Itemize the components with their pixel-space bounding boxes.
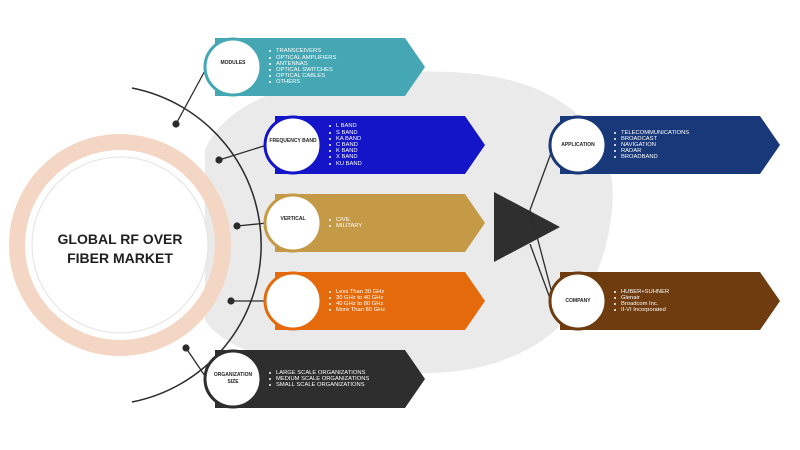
- connector-node: [227, 297, 235, 305]
- segment-label: ORGANIZATION SIZE: [213, 372, 253, 385]
- list-item: CIVIL: [329, 217, 362, 223]
- hub-outer-ring: [9, 134, 231, 356]
- list-item: Glenair: [614, 295, 669, 301]
- connector-line: [218, 144, 268, 161]
- list-item: MILITARY: [329, 223, 362, 229]
- segment-item-list: L BAND S BAND KA BAND C BAND K BAND X BA…: [329, 123, 362, 167]
- segment-modules-banner: [215, 38, 425, 96]
- segment-item-list: TELECOMMUNICATIONS BROADCAST NAVIGATION …: [614, 130, 689, 161]
- list-item: LARGE SCALE ORGANIZATIONS: [269, 370, 369, 376]
- list-item: II-VI Incorporated: [614, 307, 669, 313]
- list-item: KA BAND: [329, 136, 362, 142]
- list-item: K BAND: [329, 148, 362, 154]
- list-item: Broadcom Inc.: [614, 301, 669, 307]
- hub-disc: [31, 156, 209, 334]
- list-item: OTHERS: [269, 79, 336, 85]
- connector-node: [182, 344, 190, 352]
- segment-label: COMPANY: [565, 297, 591, 304]
- connector-node: [215, 156, 223, 164]
- list-item: OPTICAL AMPLIFIERS: [269, 55, 336, 61]
- segment-organization-size-badge: [203, 349, 263, 409]
- connector-line: [529, 144, 555, 211]
- connector-line: [185, 347, 208, 380]
- list-item: 30 GHz to 40 GHz: [329, 295, 385, 301]
- list-item: C BAND: [329, 142, 362, 148]
- segment-organization-size-banner: [215, 350, 425, 408]
- list-item: X BAND: [329, 154, 362, 160]
- segment-label: MODULES: [220, 60, 246, 66]
- segment-modules-badge: [203, 37, 263, 97]
- segment-application-badge: [548, 115, 608, 175]
- list-item: ANTENNAS: [269, 61, 336, 67]
- segment-vertical-badge: [263, 193, 323, 253]
- segment-item-list: HUBER+SUHNER Glenair Broadcom Inc. II-VI…: [614, 289, 669, 314]
- segment-item-list: CIVIL MILITARY: [329, 217, 362, 229]
- connector-line: [175, 66, 208, 125]
- list-item: More Than 80 GHz: [329, 307, 385, 313]
- connector-line: [529, 243, 552, 302]
- segment-item-list: LARGE SCALE ORGANIZATIONS MEDIUM SCALE O…: [269, 370, 369, 389]
- segment-label: VERTICAL: [280, 216, 306, 222]
- segment-label: FREQUENCY BAND: [269, 138, 317, 144]
- segment-label: APPLICATION: [561, 141, 595, 148]
- list-item: KU BAND: [329, 161, 362, 167]
- segment-item-list: Less Than 30 GHz 30 GHz to 40 GHz 40 GHz…: [329, 289, 385, 314]
- list-item: SMALL SCALE ORGANIZATIONS: [269, 382, 369, 388]
- connector-line: [529, 209, 555, 302]
- list-item: TRANSCEIVERS: [269, 48, 336, 54]
- connector-line: [236, 222, 268, 227]
- connector-node: [233, 222, 241, 230]
- connector-node: [172, 120, 180, 128]
- segment-company-badge: [548, 271, 608, 331]
- list-item: OPTICAL SWITCHES: [269, 67, 336, 73]
- hub-title: GLOBAL RF OVER FIBER MARKET: [57, 231, 183, 266]
- list-item: NAVIGATION: [614, 142, 689, 148]
- list-item: S BAND: [329, 130, 362, 136]
- list-item: BROADBAND: [614, 154, 689, 160]
- segment-frequency-range-banner: [275, 272, 485, 330]
- connector-arc: [131, 87, 262, 403]
- list-item: HUBER+SUHNER: [614, 289, 669, 295]
- segment-item-list: TRANSCEIVERS OPTICAL AMPLIFIERS ANTENNAS…: [269, 48, 336, 85]
- list-item: Less Than 30 GHz: [329, 289, 385, 295]
- segment-vertical-banner: [275, 194, 485, 252]
- list-item: L BAND: [329, 123, 362, 129]
- list-item: 40 GHz to 80 GHz: [329, 301, 385, 307]
- segment-frequency-range-badge: [263, 271, 323, 331]
- segment-frequency-band-badge: [263, 115, 323, 175]
- segment-application-banner: [560, 116, 780, 174]
- list-item: OPTICAL CABLES: [269, 73, 336, 79]
- list-item: MEDIUM SCALE ORGANIZATIONS: [269, 376, 369, 382]
- center-triangle: [494, 192, 560, 262]
- list-item: TELECOMMUNICATIONS: [614, 130, 689, 136]
- connector-lines: [172, 66, 555, 380]
- segment-shapes: [203, 37, 780, 409]
- list-item: BROADCAST: [614, 136, 689, 142]
- segment-label: FREQUENCY BAND: [269, 294, 317, 300]
- segment-frequency-band-banner: [275, 116, 485, 174]
- list-item: RADAR: [614, 148, 689, 154]
- segment-company-banner: [560, 272, 780, 330]
